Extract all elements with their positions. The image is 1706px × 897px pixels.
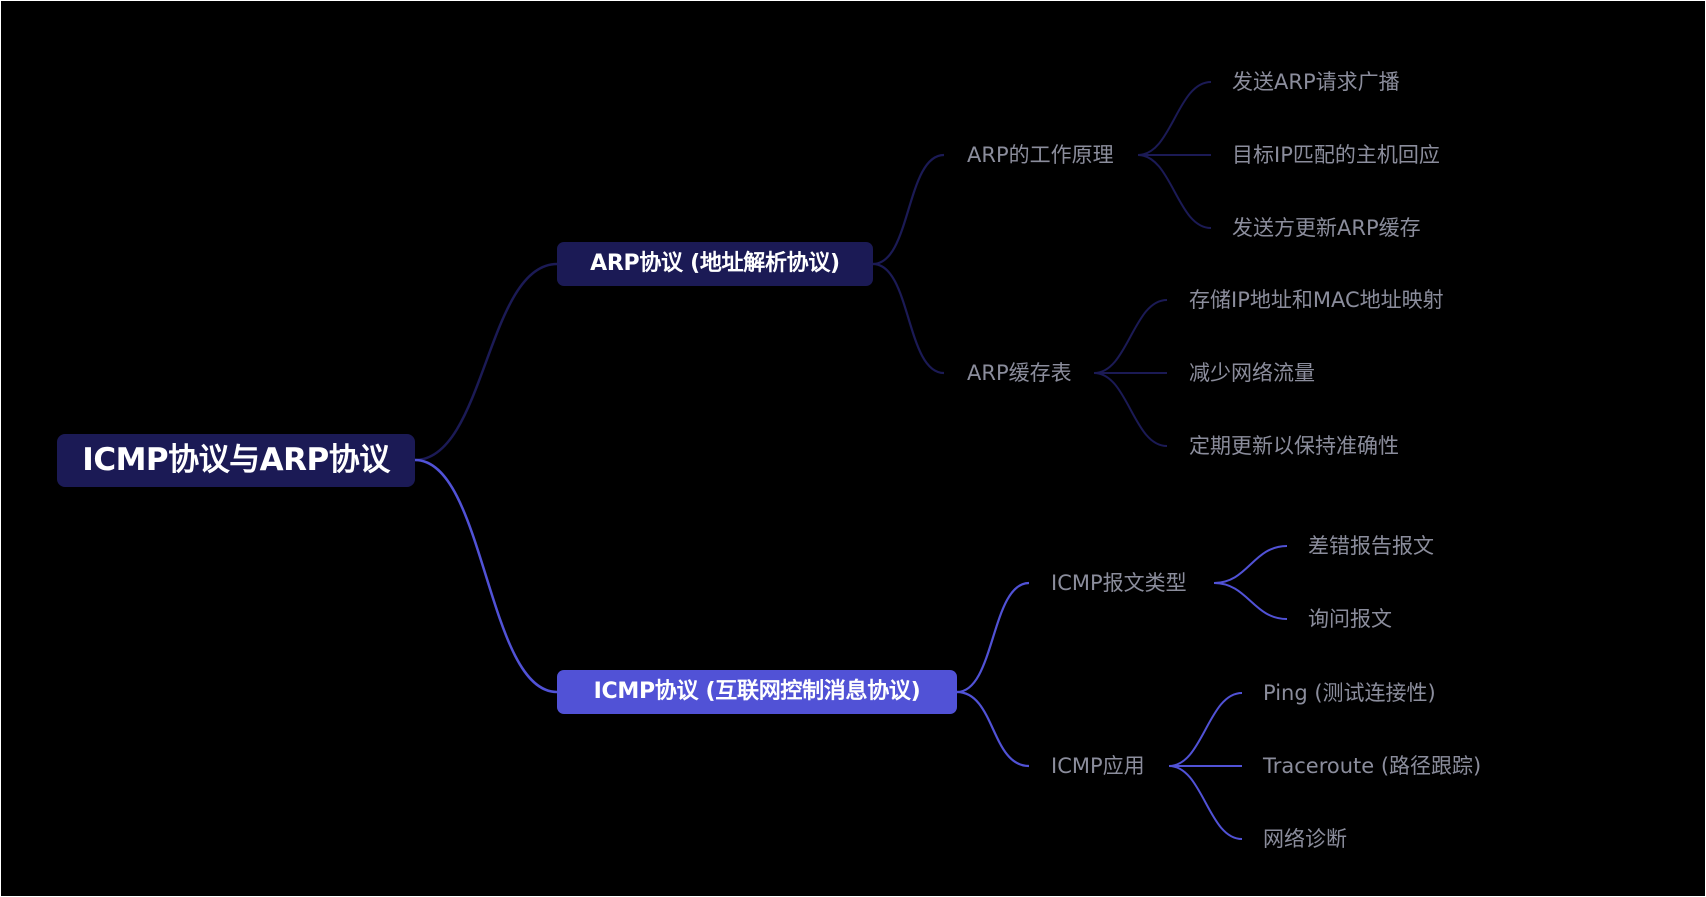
branch-arp[interactable]: ARP协议 (地址解析协议) <box>557 242 873 286</box>
connector-root-icmp <box>414 458 558 694</box>
leaf-arp-update-cache[interactable]: 发送方更新ARP缓存 <box>1232 215 1421 240</box>
leaf-arp-host-reply[interactable]: 目标IP匹配的主机回应 <box>1232 142 1440 167</box>
root-node[interactable]: ICMP协议与ARP协议 <box>57 434 415 487</box>
topic-arp-cache[interactable]: ARP缓存表 <box>967 360 1072 385</box>
connector-icmp-apps <box>956 690 1030 768</box>
leaf-traceroute[interactable]: Traceroute (路径跟踪) <box>1263 753 1482 778</box>
leaf-cache-reduce-traffic[interactable]: 减少网络流量 <box>1189 360 1315 385</box>
topic-icmp-apps[interactable]: ICMP应用 <box>1051 753 1145 778</box>
leaf-arp-broadcast[interactable]: 发送ARP请求广播 <box>1232 69 1400 94</box>
leaf-ping[interactable]: Ping (测试连接性) <box>1263 680 1436 705</box>
connector-apps-leaf-3 <box>1168 765 1243 840</box>
connector-cache-leaf-3 <box>1093 372 1168 447</box>
connector-types-leaf-1 <box>1213 545 1288 584</box>
topic-arp-principle[interactable]: ARP的工作原理 <box>967 142 1114 167</box>
connector-root-arp <box>414 262 558 462</box>
connector-arp-principle <box>872 153 945 266</box>
connector-principle-leaf-1 <box>1137 81 1212 156</box>
connector-arp-cache <box>872 262 945 375</box>
leaf-cache-mapping[interactable]: 存储IP地址和MAC地址映射 <box>1189 287 1444 312</box>
leaf-error-report[interactable]: 差错报告报文 <box>1308 533 1434 558</box>
connector-apps-leaf-1 <box>1168 692 1243 767</box>
connector-types-leaf-2 <box>1213 582 1288 620</box>
leaf-query-message[interactable]: 询问报文 <box>1308 606 1392 631</box>
connector-principle-leaf-3 <box>1137 154 1212 229</box>
topic-icmp-types[interactable]: ICMP报文类型 <box>1051 570 1187 595</box>
leaf-network-diagnosis[interactable]: 网络诊断 <box>1263 826 1347 851</box>
leaf-cache-periodic-update[interactable]: 定期更新以保持准确性 <box>1189 433 1399 458</box>
connector-cache-leaf-1 <box>1093 299 1168 374</box>
connector-icmp-types <box>956 581 1030 694</box>
branch-icmp[interactable]: ICMP协议 (互联网控制消息协议) <box>557 670 957 714</box>
